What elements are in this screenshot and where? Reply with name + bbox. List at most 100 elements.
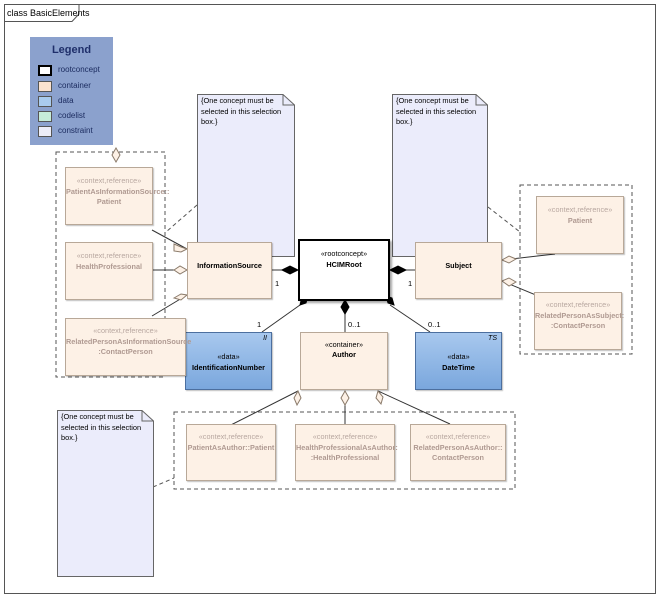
class-name-line2: Patient [96,197,122,206]
diamond-author-3 [375,389,384,406]
class-name: Author [332,350,356,359]
class-stereotype: «context,reference» [312,432,378,441]
note-line: {One concept must be [396,96,469,105]
class-patient[interactable]: «context,reference» Patient [536,196,624,254]
note-text: {One concept must be selected in this se… [396,96,476,128]
class-name: HealthProfessional [75,262,143,271]
class-name: InformationSource [197,261,262,270]
class-stereotype: «rootconcept» [320,249,368,258]
note-shape [197,94,295,257]
class-patient-as-author[interactable]: «context,reference» PatientAsAuthor::Pat… [186,424,276,481]
class-name: Patient [567,216,593,225]
diamond-info-source-2 [173,265,189,275]
frame-label: class BasicElements [7,8,90,18]
note-line: selected in this selection [61,422,142,432]
note-text: {One concept must be selected in this se… [61,412,141,444]
class-name: HealthProfessionalAsAuthor: [296,443,398,452]
multiplicity-subject: 1 [408,279,413,288]
class-related-person-as-information-source[interactable]: «context,reference» RelatedPersonAsInfor… [65,318,192,376]
class-name: PatientAsInformationSource:: [66,187,170,196]
multiplicity-identification-number: 1 [257,320,262,329]
note-link-subject [487,206,521,233]
constraint-note-author[interactable]: {One concept must be selected in this se… [57,410,154,577]
note-line: box.} [201,117,218,126]
class-name: IdentificationNumber [192,363,265,372]
group-box-info-source [55,151,166,378]
composite-diamond-subject [388,265,408,275]
class-name-line2: ContactPerson [432,453,484,462]
legend-label: rootconcept [58,65,100,74]
legend-label: data [58,96,74,105]
diamond-author-2 [340,389,350,407]
note-line: selected in this selection [396,106,477,116]
class-stereotype: «context,reference» [198,432,264,441]
note-line: selected in this selection [201,106,282,116]
multiplicity-information-source: 1 [275,279,280,288]
class-name: DateTime [442,363,475,372]
class-related-person-as-author[interactable]: «context,reference» RelatedPersonAsAutho… [410,424,506,481]
note-line: box.} [396,117,413,126]
legend-swatch [38,81,52,92]
class-name-line2: :ContactPerson [98,347,153,356]
diamond-info-source-top [111,146,121,164]
class-stereotype: «context,reference» [76,176,142,185]
class-stereotype: «data» [217,352,240,361]
diamond-subject-2 [500,277,518,287]
class-name: RelatedPersonAsAuthor:: [413,443,503,452]
constraint-note-information-source[interactable]: {One concept must be selected in this se… [197,94,295,257]
class-stereotype: «context,reference» [545,300,611,309]
class-datetime[interactable]: TS «data» DateTime [415,332,502,390]
composite-diamond-info-source [280,265,300,275]
class-name: PatientAsAuthor::Patient [187,443,275,452]
diamond-info-source-3 [172,293,189,301]
class-hcimroot[interactable]: «rootconcept» HCIMRoot [298,239,390,301]
legend-swatch [38,126,52,137]
class-health-professional-as-author[interactable]: «context,reference» HealthProfessionalAs… [295,424,398,481]
class-stereotype: «context,reference» [93,326,158,335]
legend-swatch [38,65,52,76]
legend-label: codelist [58,111,86,120]
legend-swatch [38,96,52,107]
class-name-line2: :HealthProfessional [310,453,380,462]
class-subject[interactable]: Subject [415,242,502,299]
legend-label: constraint [58,126,93,135]
group-box-subject [519,184,633,355]
class-identificationnumber[interactable]: II «data» IdentificationNumber [185,332,272,390]
class-name-line2: :ContactPerson [550,321,606,330]
class-stereotype: «container» [324,340,364,349]
class-stereotype: «context,reference» [76,251,142,260]
constraint-note-subject[interactable]: {One concept must be selected in this se… [392,94,488,257]
class-author[interactable]: «container» Author [300,332,388,390]
diamond-info-source-1 [173,243,189,253]
note-link-author [152,477,175,488]
class-informationsource[interactable]: InformationSource [187,242,272,299]
diagram-frame [4,4,656,594]
class-name: HCIMRoot [326,260,362,269]
data-type-tag: TS [488,335,497,342]
class-stereotype: «context,reference» [547,205,613,214]
legend-swatch [38,111,52,122]
diamond-subject-1 [500,255,518,264]
legend: Legend rootconcept container data codeli… [30,37,113,145]
class-name: RelatedPersonAsSubject: [535,311,625,320]
note-link-info-source [165,204,198,233]
multiplicity-date-time: 0..1 [428,320,441,329]
class-health-professional[interactable]: «context,reference» HealthProfessional [65,242,153,300]
note-shape [57,410,154,577]
note-shape [392,94,488,257]
note-line: {One concept must be [201,96,274,105]
class-stereotype: «context,reference» [425,432,491,441]
class-name: RelatedPersonAsInformationSource [66,337,192,346]
class-related-person-as-subject[interactable]: «context,reference» RelatedPersonAsSubje… [534,292,625,350]
data-type-tag: II [263,335,267,342]
class-stereotype: «data» [447,352,470,361]
frame-label-tab [4,4,80,22]
multiplicity-author: 0..1 [348,320,361,329]
note-line: box.} [61,433,78,442]
composite-diamond-author [340,298,350,316]
note-text: {One concept must be selected in this se… [201,96,281,128]
class-patient-as-information-source[interactable]: «context,reference» PatientAsInformation… [65,167,170,225]
legend-title: Legend [51,44,92,56]
diamond-author-1 [293,389,302,407]
